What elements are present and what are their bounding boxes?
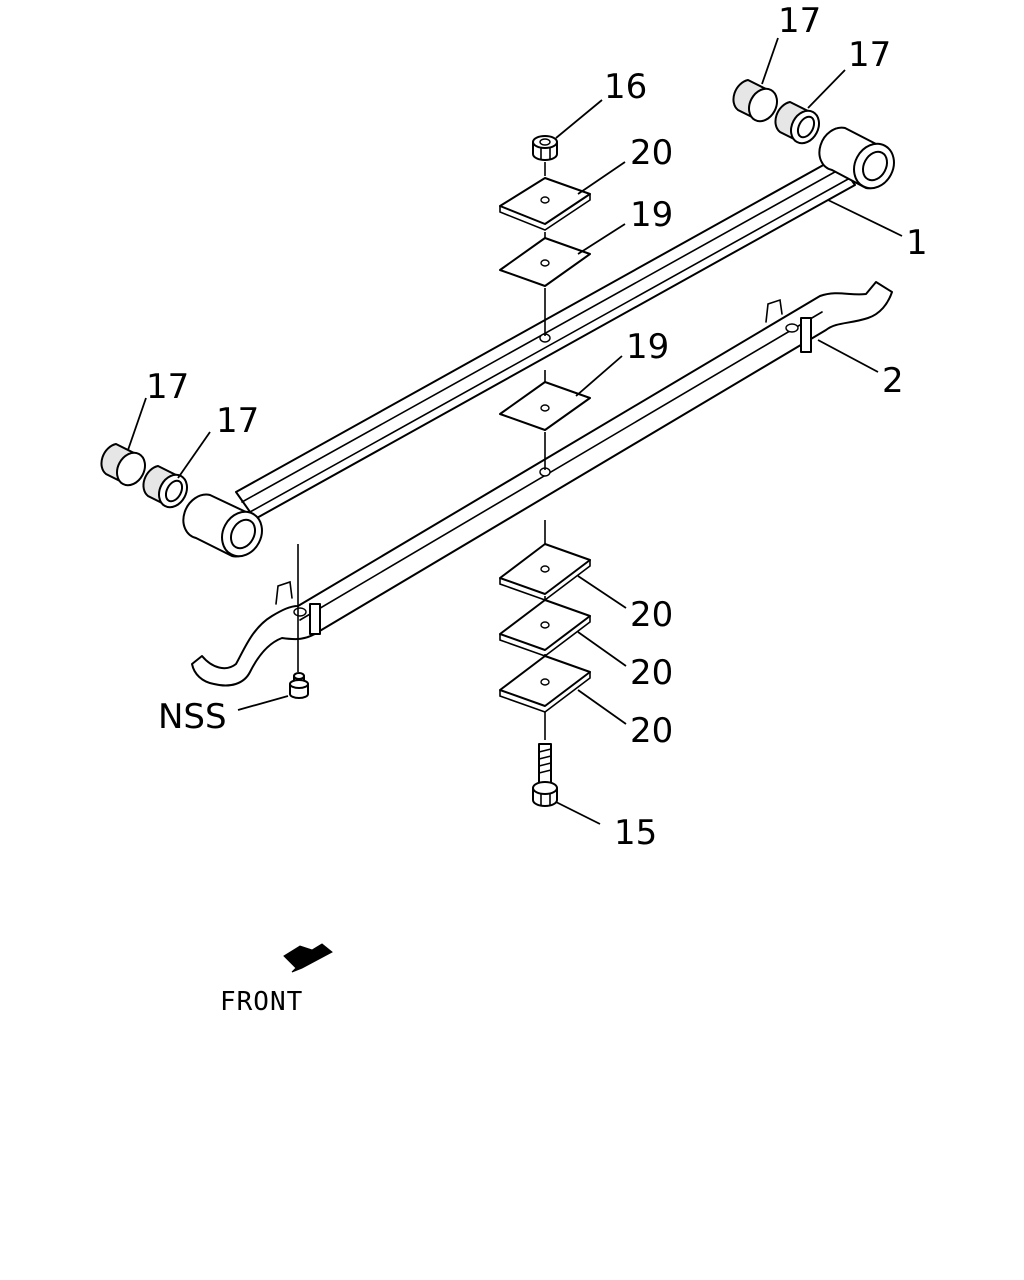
plate-lower-3 bbox=[499, 655, 591, 713]
second-leaf bbox=[191, 281, 893, 687]
rebound-clip-left bbox=[275, 580, 321, 635]
callout-20-top: 20 bbox=[630, 133, 673, 173]
main-leaf-right-eye bbox=[818, 126, 895, 190]
bushing-upper-left bbox=[732, 78, 778, 123]
bushing-lower-right bbox=[142, 464, 188, 509]
callout-2: 2 bbox=[882, 361, 904, 401]
nss-bolt bbox=[289, 672, 309, 699]
plate-lower-1 bbox=[499, 543, 591, 601]
callout-nss: NSS bbox=[158, 697, 227, 737]
callout-17-upper-right: 17 bbox=[848, 35, 891, 75]
callout-19-middle: 19 bbox=[626, 327, 669, 367]
callout-17-lower-right: 17 bbox=[216, 401, 259, 441]
bushing-lower-left bbox=[100, 442, 146, 487]
callout-19-upper: 19 bbox=[630, 195, 673, 235]
front-direction-arrow-icon bbox=[283, 943, 333, 973]
center-bolt bbox=[532, 743, 558, 807]
callout-20-lower-1: 20 bbox=[630, 595, 673, 635]
plate-top bbox=[499, 177, 591, 231]
spacer-upper bbox=[499, 237, 591, 287]
callout-1: 1 bbox=[906, 223, 928, 263]
callout-20-lower-2: 20 bbox=[630, 653, 673, 693]
front-label: FRONT bbox=[220, 987, 303, 1017]
nut bbox=[532, 135, 558, 161]
callout-20-lower-3: 20 bbox=[630, 711, 673, 751]
callout-17-upper-left: 17 bbox=[778, 1, 821, 41]
main-leaf-left-eye bbox=[182, 493, 263, 558]
callout-17-lower-left: 17 bbox=[146, 367, 189, 407]
bushing-upper-right bbox=[774, 100, 820, 145]
plate-lower-2 bbox=[499, 599, 591, 657]
rebound-clip-right bbox=[765, 298, 812, 353]
callout-16: 16 bbox=[604, 67, 647, 107]
leader-lines bbox=[127, 37, 903, 825]
spacer-middle bbox=[499, 381, 591, 431]
callout-15: 15 bbox=[614, 813, 657, 853]
